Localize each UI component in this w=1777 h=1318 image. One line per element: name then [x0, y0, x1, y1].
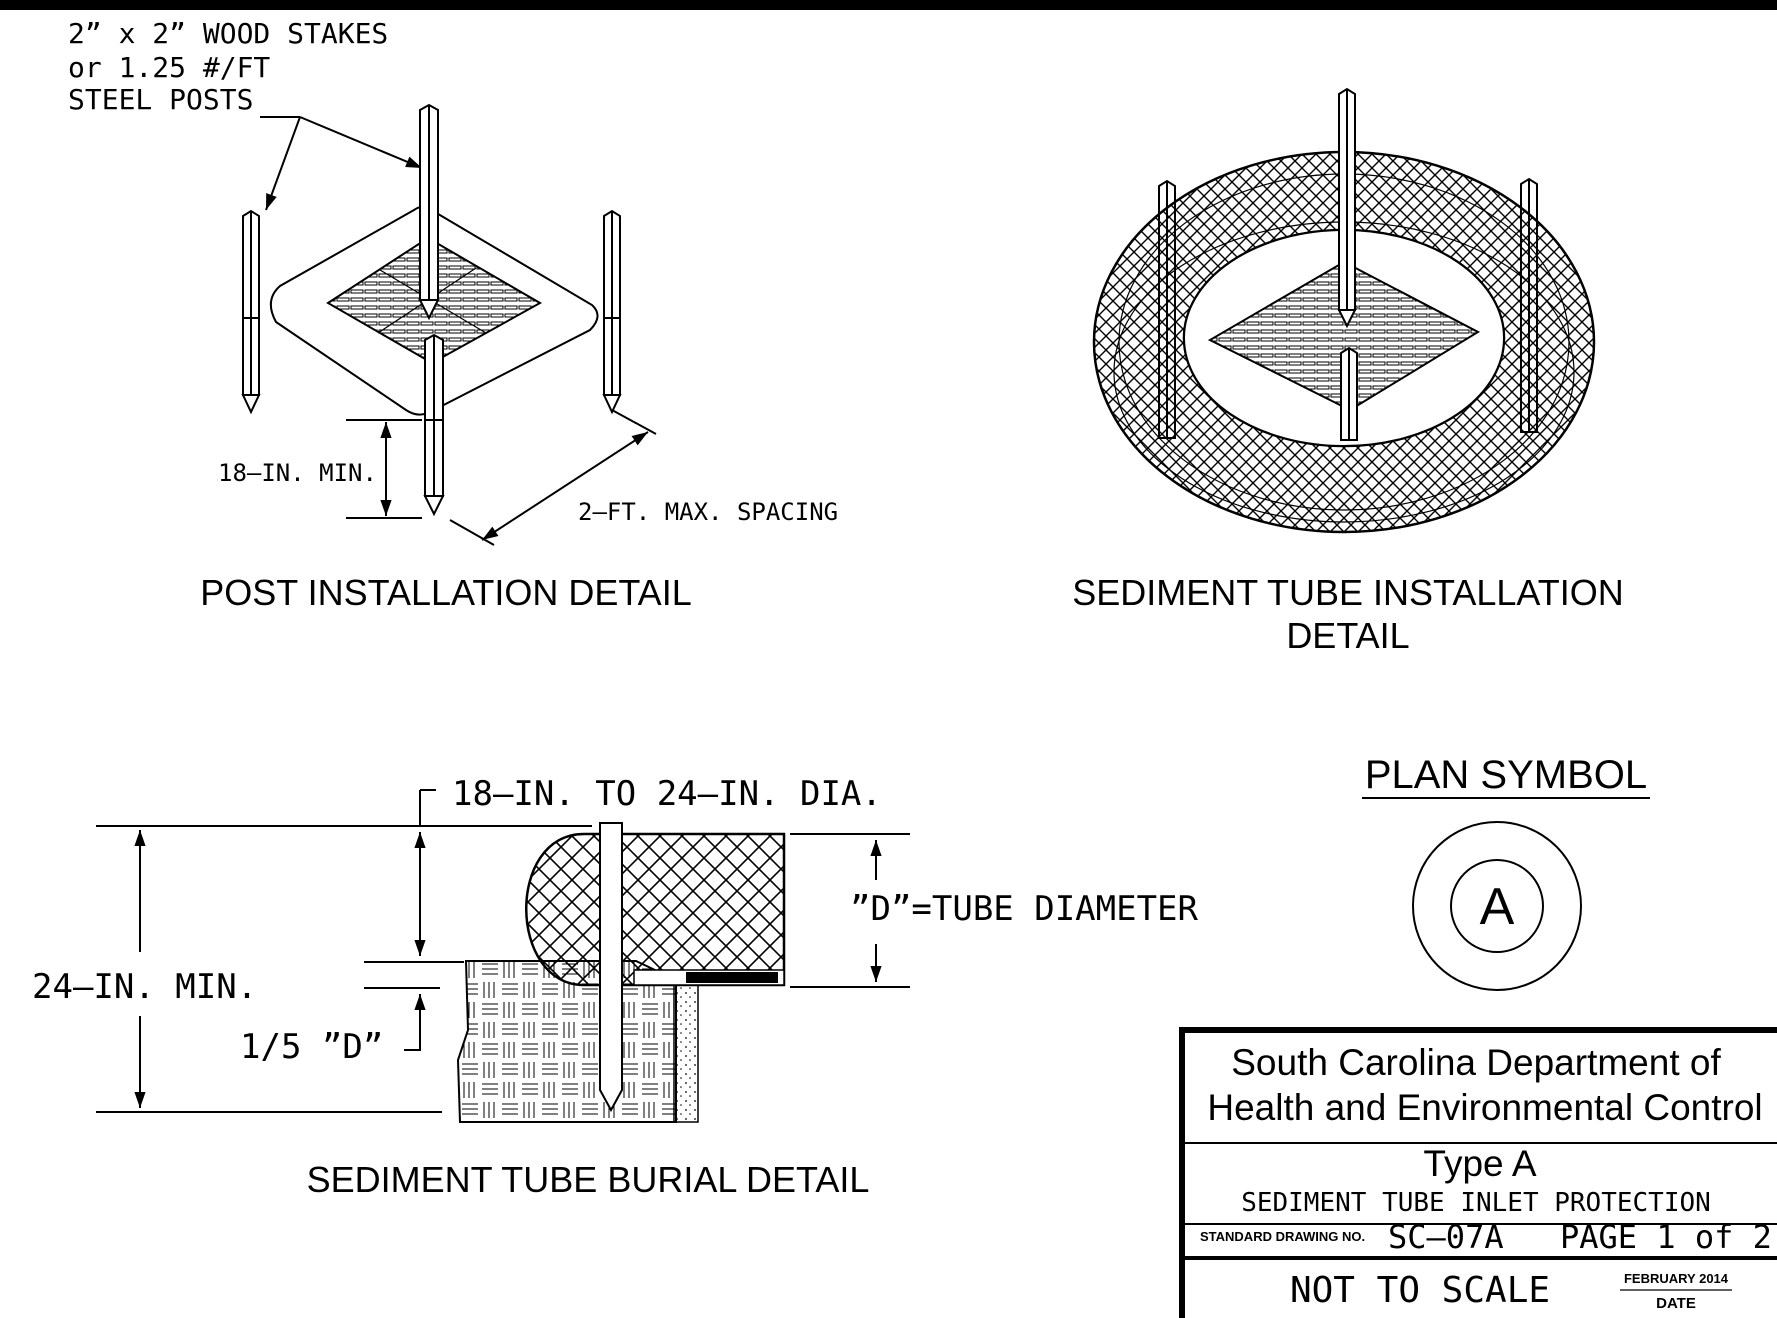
spacing-label: 2–FT. MAX. SPACING [578, 498, 838, 526]
drawing-no-label: STANDARD DRAWING NO. [1200, 1229, 1365, 1244]
stake-note-line-1: 2” x 2” WOOD STAKES [68, 17, 388, 50]
plan-symbol-outer-circle [1412, 821, 1582, 991]
plan-symbol-title: PLAN SYMBOL [1365, 753, 1647, 797]
plan-symbol: PLAN SYMBOL A [1362, 753, 1650, 991]
post-installation-detail: 2” x 2” WOOD STAKES or 1.25 #/FT STEEL P… [68, 17, 838, 613]
min-depth-24-label: 24–IN. MIN. [32, 967, 257, 1007]
inlet-frame [269, 205, 599, 416]
sediment-tube-section [525, 832, 786, 987]
page-number: PAGE 1 of 2 [1560, 1218, 1772, 1256]
plan-symbol-letter: A [1480, 878, 1515, 936]
post-detail-title: POST INSTALLATION DETAIL [200, 572, 691, 613]
min-depth-label: 18–IN. MIN. [218, 459, 377, 487]
tube-diameter-label: ”D”=TUBE DIAMETER [850, 889, 1199, 929]
agency-line-1: South Carolina Department of [1231, 1042, 1721, 1083]
stake-front [423, 333, 445, 517]
sediment-tube-burial-detail: 18–IN. TO 24–IN. DIA. 24–IN. MIN. 1/5 ”D… [32, 774, 1199, 1200]
tube-detail-title-2: DETAIL [1286, 615, 1409, 656]
diameter-label: 18–IN. TO 24–IN. DIA. [452, 774, 882, 814]
tube-stake-front [1340, 346, 1358, 441]
drawing-type: Type A [1423, 1143, 1536, 1184]
date-label: DATE [1656, 1295, 1696, 1312]
stake-right [602, 209, 622, 415]
title-block: South Carolina Department of Health and … [1179, 1027, 1777, 1318]
agency-line-2: Health and Environmental Control [1207, 1087, 1762, 1128]
plan-symbol-inner-circle [1450, 859, 1544, 953]
stake-note-line-3: STEEL POSTS [68, 83, 253, 116]
tube-detail-title-1: SEDIMENT TUBE INSTALLATION [1072, 572, 1623, 613]
top-border [0, 0, 1777, 10]
fifth-d-label: 1/5 ”D” [240, 1027, 383, 1067]
drawing-number: SC–07A [1388, 1218, 1504, 1256]
burial-detail-title: SEDIMENT TUBE BURIAL DETAIL [307, 1159, 870, 1200]
drawing-date: FEBRUARY 2014 [1624, 1271, 1729, 1286]
burial-stake [599, 822, 623, 1113]
tube-stake-center [1337, 87, 1357, 329]
sediment-tube-installation-detail: SEDIMENT TUBE INSTALLATION DETAIL [1072, 87, 1624, 656]
scale-note: NOT TO SCALE [1290, 1270, 1550, 1311]
stake-left [241, 209, 261, 415]
stake-note-line-2: or 1.25 #/FT [68, 51, 270, 84]
drawing-name: SEDIMENT TUBE INLET PROTECTION [1241, 1188, 1711, 1218]
stake-back [418, 103, 440, 321]
